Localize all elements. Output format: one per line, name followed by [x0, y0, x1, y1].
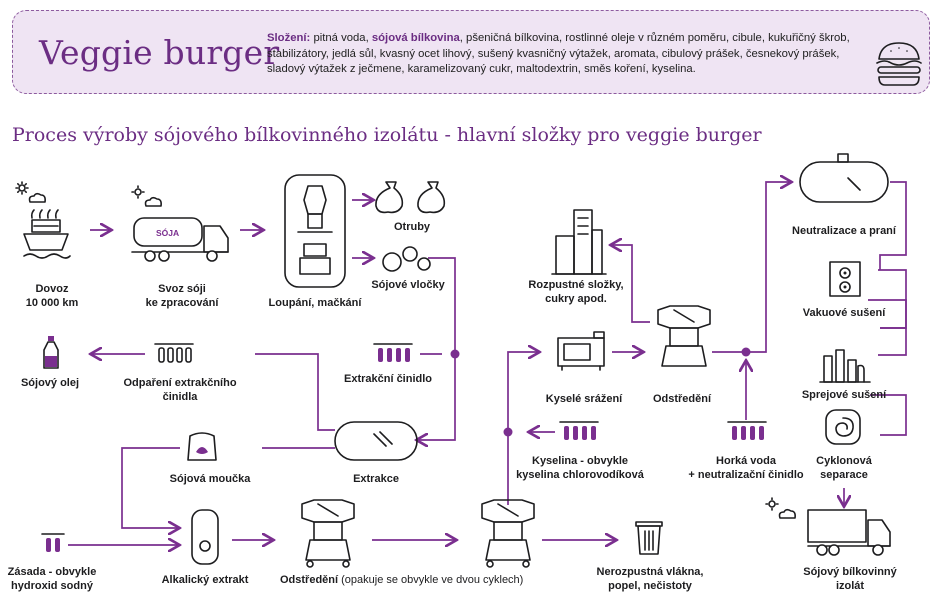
label-vlocky: Sójové vločky: [371, 279, 445, 291]
tank-icon: [799, 153, 889, 203]
label-rozpustne: Rozpustné složky,cukry apod.: [528, 279, 624, 305]
ingredients-text: Složení: pitná voda, sójová bílkovina, p…: [267, 31, 867, 78]
cyclone-icon: [825, 409, 861, 445]
process-title: Proces výroby sójového bílkovinného izol…: [12, 124, 762, 146]
factory-icon: [551, 209, 607, 275]
vials-icon: [41, 533, 65, 552]
label-otruby: Otruby: [393, 221, 431, 233]
bottle-icon: [43, 336, 59, 369]
bin-icon: [635, 521, 663, 555]
sun-cloud-icon: [131, 185, 162, 207]
vials-icon: [559, 421, 599, 440]
ingredients-banner: Veggie burger Složení: pitná voda, sójov…: [12, 10, 930, 94]
flakes-icon: [382, 246, 431, 272]
label-horka-voda: Horká voda+ neutralizační činidlo: [688, 455, 804, 481]
flour-bag-icon: [187, 432, 217, 461]
mill-icon: [284, 174, 346, 288]
sun-cloud-icon: [15, 181, 46, 203]
tank-icon: [191, 509, 219, 565]
label-nerozpustna: Nerozpustná vlákna,popel, nečistoty: [596, 566, 704, 592]
banner-title: Veggie burger: [39, 33, 280, 72]
oven-icon: [557, 331, 605, 371]
label-extrakce: Extrakce: [353, 473, 399, 485]
ingredients-pre: pitná voda,: [310, 32, 372, 44]
label-sojovy-olej: Sójový olej: [20, 377, 80, 389]
label-sprejove: Sprejové sušení: [801, 389, 887, 401]
spray-dryer-icon: [819, 349, 871, 383]
label-extrakcni-cinidlo: Extrakční činidlo: [343, 373, 433, 385]
truck-soja-text: SÓJA: [156, 227, 179, 238]
centrifuge-icon: [657, 305, 711, 367]
bag-icon: [375, 181, 446, 214]
label-neutralizace: Neutralizace a praní: [792, 225, 896, 237]
vials-icon: [727, 421, 767, 440]
ingredients-label: Složení:: [267, 32, 311, 44]
vials-icon: [154, 343, 194, 363]
vacuum-dryer-icon: [829, 261, 861, 297]
tank-icon: [334, 421, 418, 461]
label-alkalicky: Alkalický extrakt: [161, 574, 249, 586]
truck-icon: SÓJA: [131, 217, 229, 262]
centrifuge-icon: [481, 499, 535, 568]
truck-icon: [807, 509, 891, 556]
label-loupani: Loupání, mačkání: [268, 297, 362, 309]
label-moucka: Sójová moučka: [169, 473, 251, 485]
label-odstredeni-bottom: Odstředění (opakuje se obvykle ve dvou c…: [280, 574, 524, 586]
label-odstredeni-middle: Odstředění: [652, 393, 712, 405]
ingredients-post: , pšeničná bílkovina, rostlinné oleje v …: [267, 32, 850, 75]
ship-icon: [23, 209, 71, 259]
vials-icon: [373, 343, 413, 362]
flow-lines: [68, 182, 907, 545]
label-kysele: Kyselé srážení: [545, 393, 623, 405]
label-vakuove: Vakuové sušení: [802, 307, 886, 319]
centrifuge-icon: [301, 499, 355, 568]
ingredients-highlight: sójová bílkovina: [371, 32, 460, 44]
sun-cloud-icon: [765, 497, 796, 519]
burger-icon: [876, 42, 922, 86]
